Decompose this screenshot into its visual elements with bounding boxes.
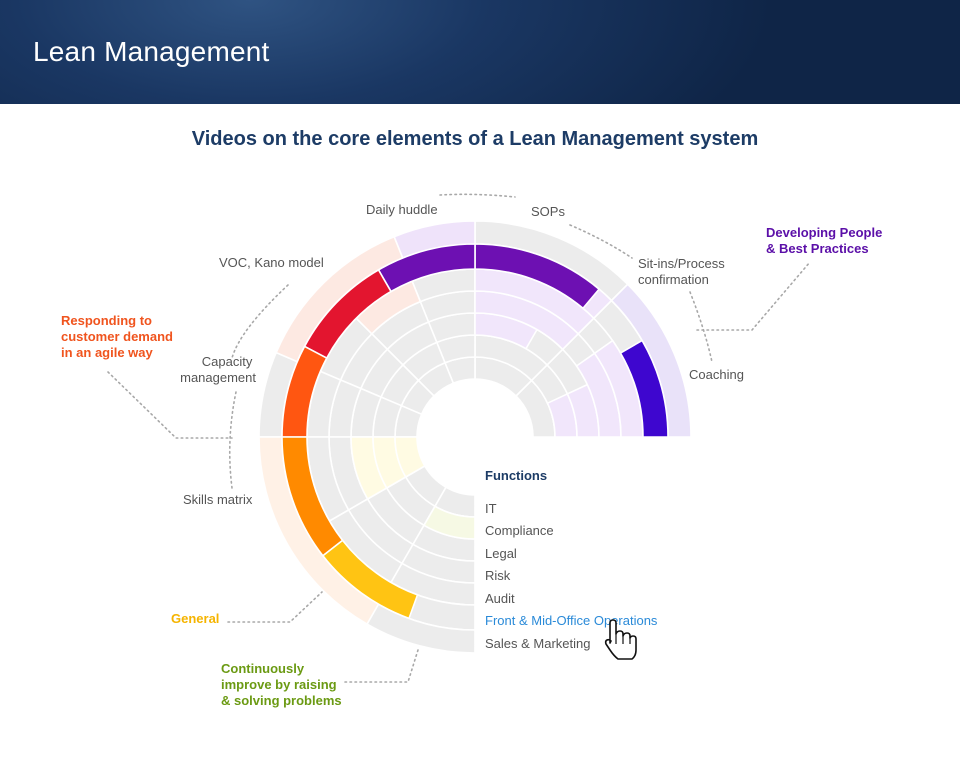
label-sit-ins-line2: confirmation	[638, 272, 709, 287]
tint-general-inner-3[interactable]	[394, 436, 426, 479]
group-responding-line2: customer demand	[61, 329, 173, 344]
page-title: Lean Management	[33, 36, 270, 67]
element-labels: Daily huddle SOPs Sit-ins/Process confir…	[180, 202, 744, 507]
connector-sops-sitins	[569, 224, 633, 259]
hand-cursor-icon	[604, 619, 637, 660]
function-item-risk[interactable]: Risk	[485, 568, 511, 583]
connector-sitins-coaching	[689, 291, 713, 363]
group-developing-line2: & Best Practices	[766, 241, 869, 256]
function-item-audit[interactable]: Audit	[485, 591, 515, 606]
label-capacity-line1: Capacity	[202, 354, 253, 369]
connector-capacity-skills	[228, 391, 237, 489]
connector-continuous	[344, 649, 419, 683]
tint-continuous-inner[interactable]	[422, 505, 476, 540]
connector-developing	[696, 261, 811, 331]
label-capacity-line2: management	[180, 370, 256, 385]
group-continuous-line2: improve by raising	[221, 677, 337, 692]
group-responding-line3: in an agile way	[61, 345, 154, 360]
highlight-coaching[interactable]	[619, 339, 669, 438]
group-general: General	[171, 611, 219, 626]
function-item-legal[interactable]: Legal	[485, 546, 517, 561]
ring-segments	[258, 220, 692, 654]
connector-responding	[107, 371, 233, 439]
group-responding: Responding to customer demand in an agil…	[61, 313, 177, 360]
label-voc-kano[interactable]: VOC, Kano model	[219, 255, 324, 270]
label-coaching[interactable]: Coaching	[689, 367, 744, 382]
group-general-line1: General	[171, 611, 219, 626]
group-responding-line1: Responding to	[61, 313, 152, 328]
highlight-general[interactable]	[321, 539, 419, 620]
label-sit-ins-line1: Sit-ins/Process	[638, 256, 725, 271]
diagram-title: Videos on the core elements of a Lean Ma…	[191, 128, 759, 150]
functions-title: Functions	[485, 468, 547, 483]
function-item-front-mid-office[interactable]: Front & Mid-Office Operations	[485, 613, 658, 628]
group-continuous: Continuously improve by raising & solvin…	[221, 661, 342, 708]
connector-voc-capacity	[231, 284, 289, 359]
label-capacity[interactable]: Capacity management	[180, 354, 256, 385]
label-sit-ins[interactable]: Sit-ins/Process confirmation	[638, 256, 728, 287]
label-skills-matrix[interactable]: Skills matrix	[183, 492, 253, 507]
connector-lines	[107, 193, 811, 683]
connector-general	[227, 591, 323, 623]
label-daily-huddle[interactable]: Daily huddle	[366, 202, 438, 217]
functions-list: Functions IT Compliance Legal Risk Audit…	[485, 468, 658, 651]
function-item-sales-marketing[interactable]: Sales & Marketing	[485, 636, 591, 651]
group-continuous-line3: & solving problems	[221, 693, 342, 708]
group-developing-people: Developing People & Best Practices	[766, 225, 886, 256]
connector-daily-sops	[439, 193, 516, 198]
app-header: Lean Management	[0, 0, 960, 104]
group-labels: Developing People & Best Practices Respo…	[61, 225, 886, 708]
group-developing-line1: Developing People	[766, 225, 882, 240]
label-sops[interactable]: SOPs	[531, 204, 565, 219]
function-item-compliance[interactable]: Compliance	[485, 523, 554, 538]
group-continuous-line1: Continuously	[221, 661, 305, 676]
function-item-it[interactable]: IT	[485, 501, 497, 516]
